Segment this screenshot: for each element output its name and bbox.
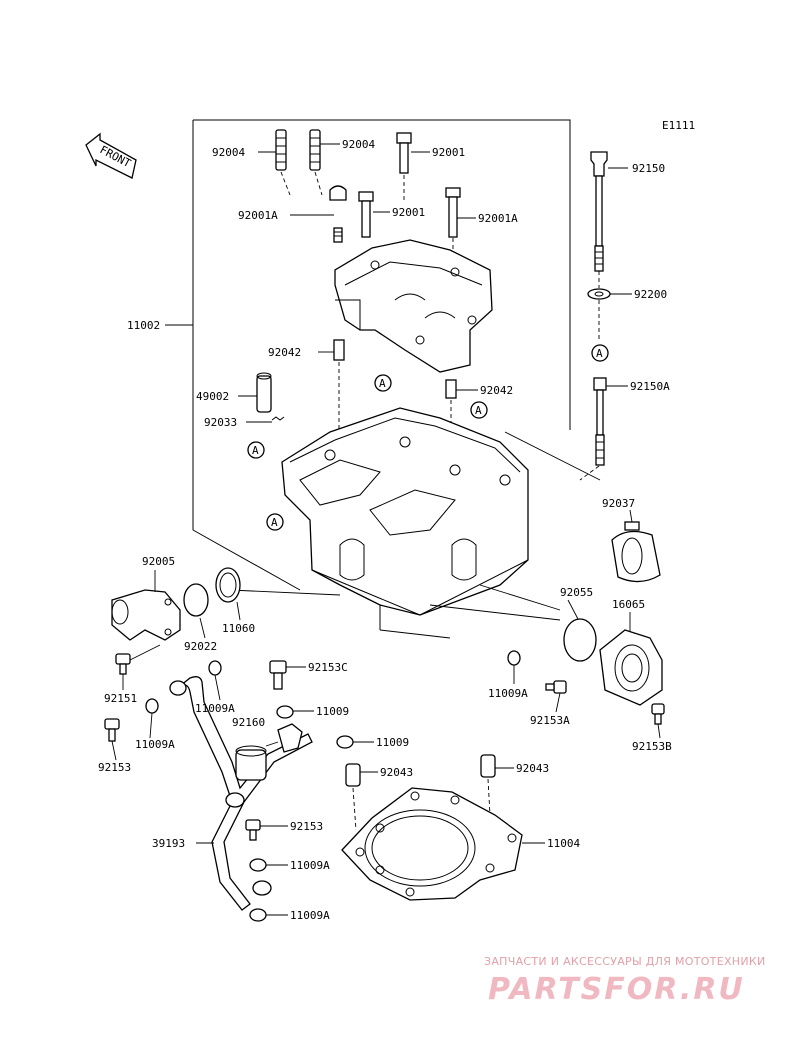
label-39193: 39193 bbox=[152, 837, 185, 850]
label-92004-right: 92004 bbox=[342, 138, 375, 151]
cylinder-head bbox=[281, 407, 529, 639]
svg-text:A: A bbox=[252, 444, 259, 457]
bolt-92153B bbox=[651, 703, 665, 725]
label-92151: 92151 bbox=[104, 692, 137, 705]
washer-11009A-d bbox=[249, 858, 267, 872]
gasket-11060 bbox=[215, 567, 241, 603]
washer-11009A-e bbox=[249, 908, 267, 922]
stud-92004-right bbox=[309, 129, 323, 196]
cylinder-head-bracket bbox=[165, 119, 571, 591]
bolt-92153A bbox=[545, 680, 567, 694]
oring-92055 bbox=[563, 618, 597, 662]
bolt-92151 bbox=[115, 644, 161, 675]
label-92153C: 92153C bbox=[308, 661, 348, 674]
dowel-92043-left bbox=[345, 763, 361, 831]
label-11009A-2: 11009A bbox=[488, 687, 528, 700]
label-92153-left: 92153 bbox=[98, 761, 131, 774]
label-11002: 11002 bbox=[127, 319, 160, 332]
washer-11009A-a bbox=[145, 698, 159, 714]
ref-mark-a-right: A bbox=[591, 344, 609, 362]
label-11009A-3: 11009A bbox=[135, 738, 175, 751]
washer-11009A-c bbox=[507, 650, 521, 666]
stud-92150A bbox=[579, 377, 607, 481]
label-11009-2: 11009 bbox=[376, 736, 409, 749]
label-92153B: 92153B bbox=[632, 740, 672, 753]
ref-mark-a-2: A bbox=[470, 401, 488, 419]
oring-92022 bbox=[183, 583, 209, 617]
dowel-92043-right bbox=[480, 754, 496, 816]
stud-92150 bbox=[590, 151, 608, 288]
label-92001-mid: 92001 bbox=[392, 206, 425, 219]
label-92022: 92022 bbox=[184, 640, 217, 653]
oil-pipe-39193 bbox=[169, 676, 313, 911]
label-92042-right: 92042 bbox=[480, 384, 513, 397]
banjo-fitting bbox=[277, 723, 303, 753]
label-11009A-4: 11009A bbox=[290, 859, 330, 872]
head-gasket-11004 bbox=[341, 787, 523, 901]
label-11009A-1: 11009A bbox=[195, 702, 235, 715]
label-92153-mid: 92153 bbox=[290, 820, 323, 833]
label-92200: 92200 bbox=[634, 288, 667, 301]
label-92001A-left: 92001A bbox=[238, 209, 278, 222]
camshaft-holder bbox=[334, 239, 493, 373]
bolt-92153C bbox=[269, 660, 287, 690]
label-92153A: 92153A bbox=[530, 714, 570, 727]
label-11060: 11060 bbox=[222, 622, 255, 635]
label-11004: 11004 bbox=[547, 837, 580, 850]
washer-92200 bbox=[587, 288, 611, 340]
label-11009A-5: 11009A bbox=[290, 909, 330, 922]
label-11009-1: 11009 bbox=[316, 705, 349, 718]
ref-mark-a-4: A bbox=[266, 513, 284, 531]
ref-mark-a-1: A bbox=[374, 374, 392, 392]
label-92037: 92037 bbox=[602, 497, 635, 510]
holder-16065 bbox=[599, 629, 663, 706]
label-92150A: 92150A bbox=[630, 380, 670, 393]
bolt-92153-m bbox=[245, 819, 261, 841]
svg-text:A: A bbox=[475, 404, 482, 417]
fitting-92160 bbox=[235, 745, 267, 781]
bolt-92001-mid bbox=[358, 191, 374, 238]
cap-92001A-left bbox=[329, 185, 347, 243]
leader-lines bbox=[111, 143, 661, 916]
label-92055: 92055 bbox=[560, 586, 593, 599]
label-92005: 92005 bbox=[142, 555, 175, 568]
washer-11009-2 bbox=[336, 735, 354, 749]
label-16065: 16065 bbox=[612, 598, 645, 611]
washer-11009A-b bbox=[208, 660, 222, 676]
clamp-92037 bbox=[611, 521, 661, 583]
label-92160: 92160 bbox=[232, 716, 265, 729]
fitting-92005 bbox=[111, 589, 181, 641]
label-49002: 49002 bbox=[196, 390, 229, 403]
washer-11009-1 bbox=[276, 705, 294, 719]
bolt-92001A-right bbox=[445, 187, 461, 260]
label-92043-right: 92043 bbox=[516, 762, 549, 775]
dowel-pin-92042-left bbox=[333, 339, 345, 440]
svg-text:A: A bbox=[379, 377, 386, 390]
label-92001-top: 92001 bbox=[432, 146, 465, 159]
label-92042-left: 92042 bbox=[268, 346, 301, 359]
label-92033: 92033 bbox=[204, 416, 237, 429]
label-92043-left: 92043 bbox=[380, 766, 413, 779]
svg-text:A: A bbox=[596, 347, 603, 360]
bolt-92153-l bbox=[104, 718, 120, 742]
front-arrow-icon: FRONT bbox=[85, 132, 137, 179]
ref-mark-a-3: A bbox=[247, 441, 265, 459]
diagram-code: E1111 bbox=[662, 119, 695, 132]
watermark-logo: PARTSFOR.RU bbox=[488, 972, 745, 1007]
watermark-tagline: ЗАПЧАСТИ И АКСЕССУАРЫ ДЛЯ МОТОТЕХНИКИ bbox=[484, 955, 766, 968]
label-92004-left: 92004 bbox=[212, 146, 245, 159]
stud-92004-left bbox=[275, 129, 291, 196]
guide-49002 bbox=[256, 372, 285, 421]
label-92001A-right: 92001A bbox=[478, 212, 518, 225]
svg-text:A: A bbox=[271, 516, 278, 529]
bolt-92001-top bbox=[396, 132, 412, 200]
label-92150: 92150 bbox=[632, 162, 665, 175]
